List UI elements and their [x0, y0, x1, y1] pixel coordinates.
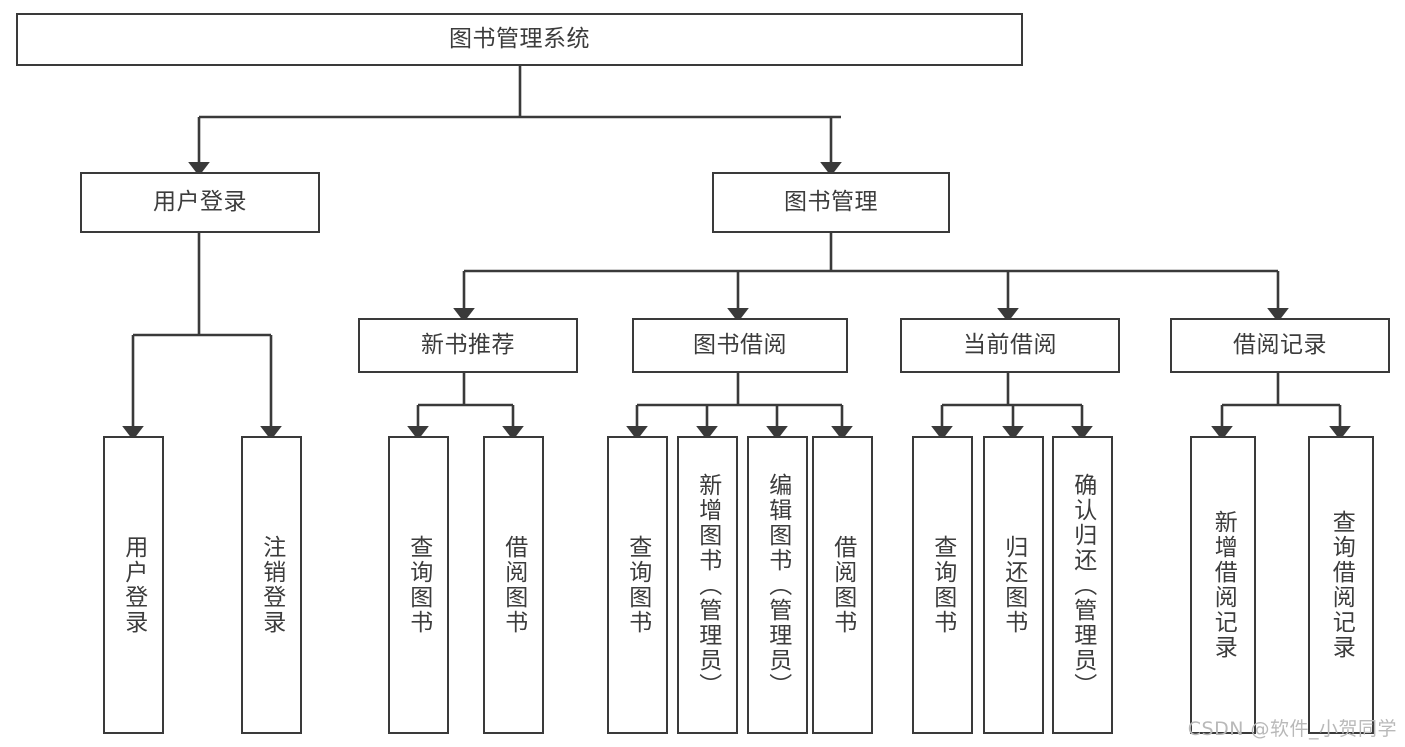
node-root-label: 图书管理系统 [449, 25, 590, 52]
node-leaf-confirm-return-label: 确认归还（管理员） [1069, 472, 1096, 698]
node-book-borrow-label: 图书借阅 [693, 331, 787, 358]
node-leaf-query-book-3-label: 查询图书 [929, 535, 956, 635]
node-leaf-logout-login[interactable]: 注销登录 [241, 436, 302, 734]
node-leaf-query-book-3[interactable]: 查询图书 [912, 436, 973, 734]
node-borrow-record-label: 借阅记录 [1233, 331, 1327, 358]
node-new-book-recommend[interactable]: 新书推荐 [358, 318, 578, 373]
node-leaf-add-borrow-record-label: 新增借阅记录 [1210, 510, 1237, 660]
node-current-borrow-label: 当前借阅 [963, 331, 1057, 358]
node-user-login-label: 用户登录 [153, 188, 247, 215]
node-leaf-query-borrow-record-label: 查询借阅记录 [1328, 510, 1355, 660]
node-book-management[interactable]: 图书管理 [712, 172, 950, 233]
node-leaf-add-book[interactable]: 新增图书（管理员） [677, 436, 738, 734]
node-book-borrow[interactable]: 图书借阅 [632, 318, 848, 373]
node-leaf-add-borrow-record[interactable]: 新增借阅记录 [1190, 436, 1256, 734]
node-leaf-logout-login-label: 注销登录 [258, 535, 285, 635]
node-leaf-edit-book[interactable]: 编辑图书（管理员） [747, 436, 808, 734]
node-new-book-recommend-label: 新书推荐 [421, 331, 515, 358]
node-leaf-query-book-2-label: 查询图书 [624, 535, 651, 635]
node-leaf-borrow-book-1[interactable]: 借阅图书 [483, 436, 544, 734]
node-user-login[interactable]: 用户登录 [80, 172, 320, 233]
node-current-borrow[interactable]: 当前借阅 [900, 318, 1120, 373]
node-leaf-query-book-1[interactable]: 查询图书 [388, 436, 449, 734]
node-leaf-user-login-label: 用户登录 [120, 535, 147, 635]
node-leaf-borrow-book-2[interactable]: 借阅图书 [812, 436, 873, 734]
node-leaf-confirm-return[interactable]: 确认归还（管理员） [1052, 436, 1113, 734]
node-leaf-user-login[interactable]: 用户登录 [103, 436, 164, 734]
node-leaf-return-book[interactable]: 归还图书 [983, 436, 1044, 734]
node-leaf-edit-book-label: 编辑图书（管理员） [764, 472, 791, 698]
node-leaf-borrow-book-1-label: 借阅图书 [500, 535, 527, 635]
node-leaf-query-borrow-record[interactable]: 查询借阅记录 [1308, 436, 1374, 734]
node-root[interactable]: 图书管理系统 [16, 13, 1023, 66]
node-leaf-return-book-label: 归还图书 [1000, 535, 1027, 635]
node-book-management-label: 图书管理 [784, 188, 878, 215]
node-leaf-add-book-label: 新增图书（管理员） [694, 472, 721, 698]
node-borrow-record[interactable]: 借阅记录 [1170, 318, 1390, 373]
node-leaf-query-book-2[interactable]: 查询图书 [607, 436, 668, 734]
node-leaf-query-book-1-label: 查询图书 [405, 535, 432, 635]
node-leaf-borrow-book-2-label: 借阅图书 [829, 535, 856, 635]
